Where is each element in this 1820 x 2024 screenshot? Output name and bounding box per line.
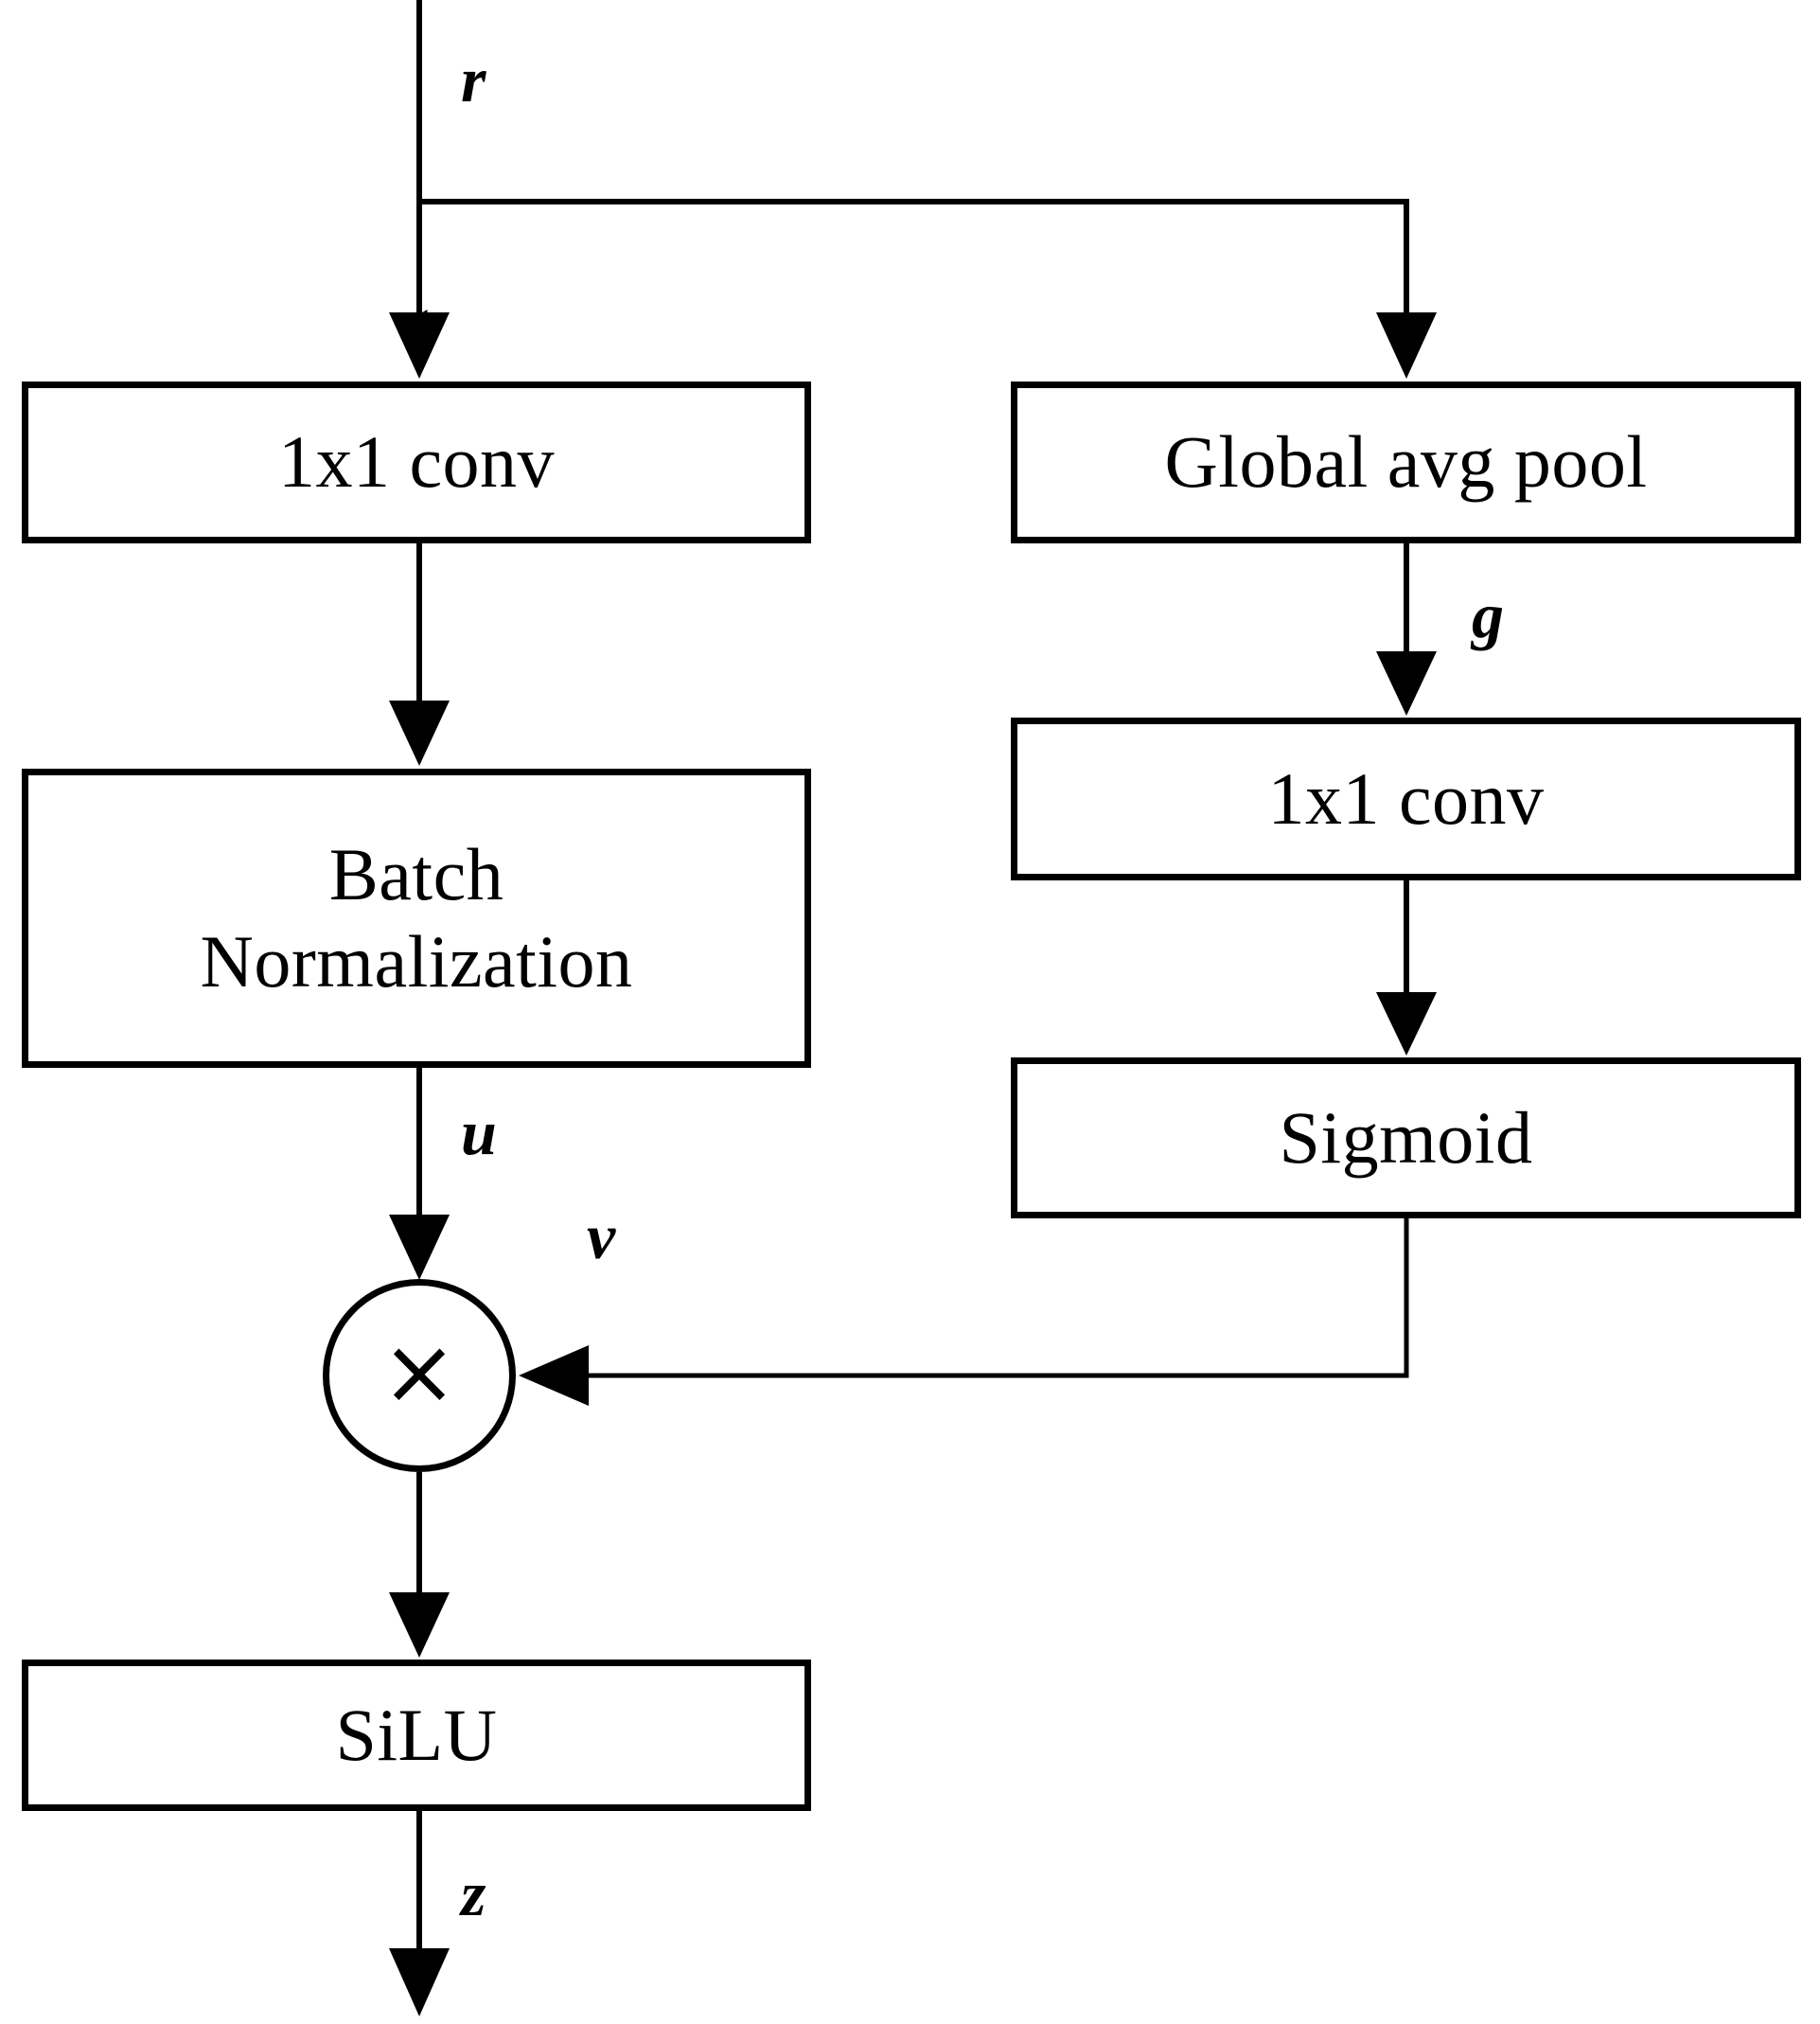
- multiply-icon: ×: [380, 1319, 458, 1425]
- node-silu-label: SiLU: [335, 1693, 498, 1776]
- node-sigmoid[interactable]: Sigmoid: [1011, 1057, 1801, 1218]
- edge-label-v: v: [587, 1200, 616, 1272]
- edge-conv1-to-batchnorm: [389, 543, 450, 766]
- node-multiply[interactable]: ×: [323, 1279, 516, 1472]
- node-conv1-left-label: 1x1 conv: [277, 420, 556, 504]
- edge-batchnorm-to-multiply: [389, 1068, 450, 1280]
- edge-label-z: z: [461, 1857, 486, 1929]
- edge-label-r: r: [461, 44, 486, 115]
- node-conv2-right[interactable]: 1x1 conv: [1011, 718, 1801, 880]
- node-global-avg-pool-label: Global avg pool: [1164, 420, 1648, 504]
- edge-sigmoid-to-multiply: [519, 1218, 1409, 1406]
- edge-label-g: g: [1472, 579, 1504, 651]
- edge-input-to-gap: [419, 199, 1437, 379]
- node-conv1-left[interactable]: 1x1 conv: [22, 382, 811, 543]
- node-conv2-right-label: 1x1 conv: [1267, 756, 1545, 840]
- edge-silu-to-output: [389, 1811, 450, 2016]
- edge-multiply-to-silu: [389, 1472, 450, 1658]
- edge-input-to-conv1: [389, 0, 450, 379]
- node-batch-normalization-label: Batch Normalization: [200, 832, 633, 1003]
- edge-conv2-to-sigmoid: [1376, 880, 1437, 1056]
- edge-label-u: u: [461, 1096, 497, 1168]
- node-silu[interactable]: SiLU: [22, 1660, 811, 1811]
- edge-gap-to-conv2: [1376, 543, 1437, 716]
- node-batch-normalization[interactable]: Batch Normalization: [22, 769, 811, 1068]
- node-global-avg-pool[interactable]: Global avg pool: [1011, 382, 1801, 543]
- node-sigmoid-label: Sigmoid: [1279, 1095, 1533, 1179]
